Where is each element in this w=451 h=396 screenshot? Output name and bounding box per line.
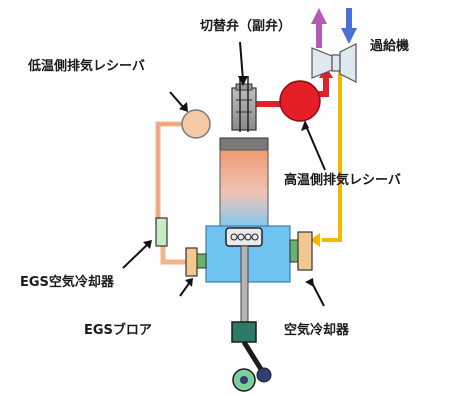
egs-blower bbox=[185, 247, 207, 277]
low-temp-receiver-label: 低温側排気レシーバ bbox=[28, 59, 145, 74]
egs-air-cooler bbox=[155, 217, 168, 247]
low-temp-exhaust-line-outline bbox=[157, 123, 190, 220]
piston-rod bbox=[240, 245, 249, 323]
switch-valve-label: 切替弁（副弁） bbox=[200, 19, 292, 34]
piston bbox=[225, 227, 263, 247]
egs-blower-label: EGSブロア bbox=[84, 323, 152, 338]
crankshaft-hub bbox=[240, 376, 248, 384]
switching-valve bbox=[231, 76, 257, 132]
leader-arrows bbox=[122, 41, 326, 307]
crank-pin bbox=[256, 367, 272, 383]
charge-air-arrowhead bbox=[310, 233, 320, 247]
air-cooler-label: 空気冷却器 bbox=[284, 323, 350, 338]
egs-air-cooler-label: EGS空気冷却器 bbox=[20, 275, 114, 290]
air-in-arrow bbox=[341, 8, 357, 44]
low-temp-receiver bbox=[181, 109, 211, 139]
turbocharger bbox=[311, 43, 357, 83]
high-temp-receiver bbox=[279, 80, 321, 122]
turbocharger-label: 過給機 bbox=[370, 39, 410, 54]
exhaust-out-arrow bbox=[311, 8, 327, 48]
cylinder bbox=[219, 137, 269, 229]
air-cooler bbox=[289, 231, 313, 271]
charge-air-line bbox=[322, 70, 342, 242]
high-temp-receiver-label: 高温側排気レシーバ bbox=[284, 173, 401, 188]
crosshead bbox=[231, 321, 257, 343]
